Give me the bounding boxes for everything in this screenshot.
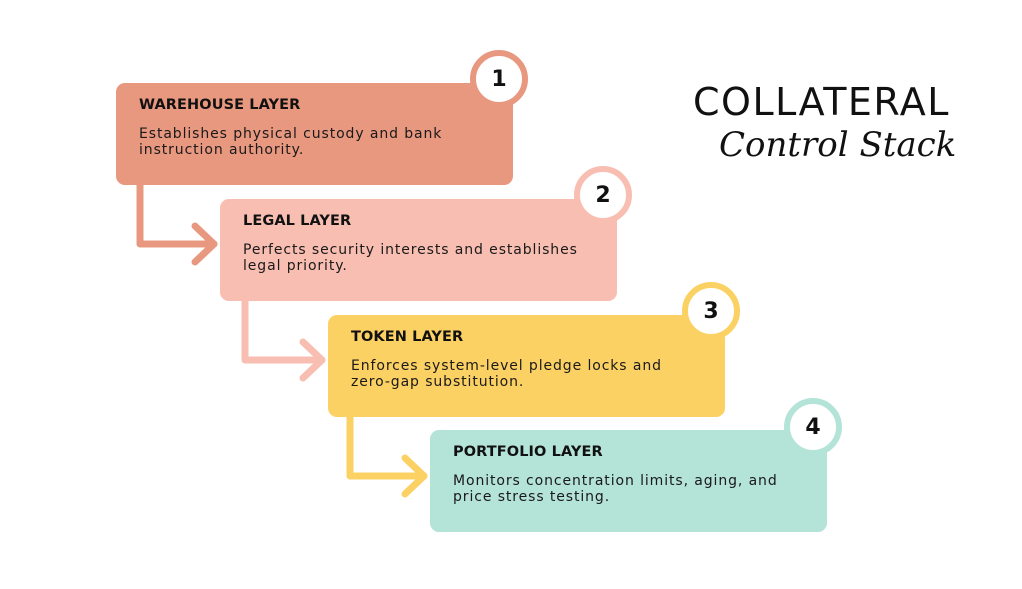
- layer-title: TOKEN LAYER: [351, 329, 464, 345]
- arrow-2-to-3: [241, 296, 326, 382]
- arrow-3-to-4: [346, 412, 428, 498]
- layer-card-legal: LEGAL LAYER Perfects security interests …: [220, 199, 617, 301]
- layer-title: LEGAL LAYER: [243, 213, 352, 229]
- step-number-badge: 1: [470, 50, 528, 108]
- step-number-badge: 3: [682, 282, 740, 340]
- diagram-title: COLLATERAL: [693, 80, 950, 124]
- layer-title: WAREHOUSE LAYER: [139, 97, 301, 113]
- layer-card-portfolio: PORTFOLIO LAYER Monitors concentration l…: [430, 430, 827, 532]
- step-number-badge: 2: [574, 166, 632, 224]
- layer-description: Enforces system-level pledge locks and z…: [351, 358, 662, 390]
- layer-title: PORTFOLIO LAYER: [453, 444, 603, 460]
- step-number-badge: 4: [784, 398, 842, 456]
- layer-description: Perfects security interests and establis…: [243, 242, 578, 274]
- layer-description: Monitors concentration limits, aging, an…: [453, 473, 778, 505]
- arrow-1-to-2: [136, 180, 218, 266]
- layer-card-token: TOKEN LAYER Enforces system-level pledge…: [328, 315, 725, 417]
- layer-description: Establishes physical custody and bank in…: [139, 126, 443, 158]
- layer-card-warehouse: WAREHOUSE LAYER Establishes physical cus…: [116, 83, 513, 185]
- diagram-subtitle: Control Stack: [719, 125, 957, 165]
